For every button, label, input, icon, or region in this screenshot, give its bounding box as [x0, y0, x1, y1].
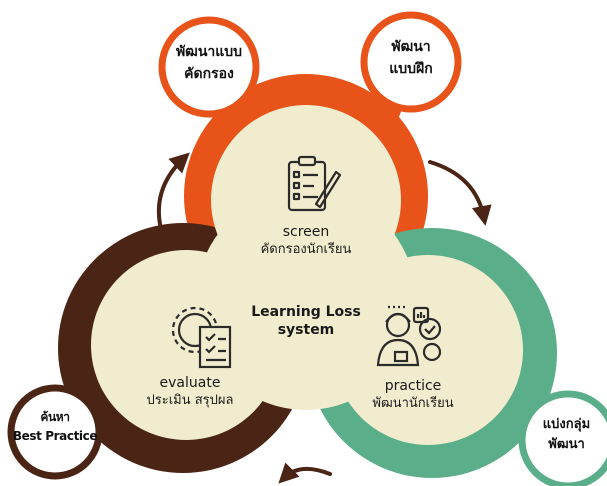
stage-evaluate-label: evaluate ประเมิน สรุปผล [130, 375, 250, 409]
bubble-bottom-right-line1: แบ่งกลุ่ม [542, 417, 591, 432]
cycle-arrows [156, 152, 492, 484]
bubble-top-right-line2: แบบฝึก [389, 60, 433, 77]
bubble-top-right-circle [360, 11, 462, 113]
center-title-line1: Learning Loss [251, 304, 361, 320]
stage-evaluate-th: ประเมิน สรุปผล [146, 392, 234, 408]
bubble-bottom-right-line2: พัฒนา [548, 437, 585, 453]
arrow-down-right [428, 160, 492, 226]
bubble-bottom-left-line1: ค้นหา [40, 410, 70, 424]
stage-screen-th: คัดกรองนักเรียน [260, 241, 352, 257]
bubble-top-right-line1: พัฒนา [391, 39, 431, 55]
bubble-top-left-line2: คัดกรอง [184, 65, 234, 82]
bubble-bottom-left-line2: Best Practice [12, 428, 98, 443]
inner-area [91, 105, 523, 445]
bubble-bottom-right-circle [518, 390, 607, 486]
arrow-up-left [156, 152, 190, 235]
stage-practice-en: practice [384, 378, 442, 394]
center-title: Learning Loss system [250, 304, 362, 339]
bubble-top-left-circle [158, 16, 260, 118]
arrow-bottom [278, 462, 332, 484]
stage-screen-en: screen [282, 224, 330, 240]
bubble-top-left-line1: พัฒนาแบบ [175, 44, 243, 60]
stage-practice-th: พัฒนานักเรียน [372, 395, 454, 411]
center-title-line2: system [277, 321, 335, 338]
stage-practice-label: practice พัฒนานักเรียน [358, 378, 468, 412]
bubble-top-left: พัฒนาแบบ คัดกรอง [164, 42, 254, 85]
bubble-bottom-left-circle [7, 384, 103, 480]
gear-document-icon [171, 306, 232, 369]
bubble-bottom-right: แบ่งกลุ่ม พัฒนา [526, 415, 607, 455]
stage-screen-label: screen คัดกรองนักเรียน [246, 224, 366, 258]
checklist-clipboard-icon [287, 155, 342, 212]
student-chart-icon [376, 305, 442, 367]
stage-evaluate-en: evaluate [159, 375, 221, 391]
bubble-top-right: พัฒนา แบบฝึก [366, 37, 456, 80]
bubbles [7, 11, 607, 486]
bubble-bottom-left: ค้นหา Best Practice [11, 408, 99, 445]
